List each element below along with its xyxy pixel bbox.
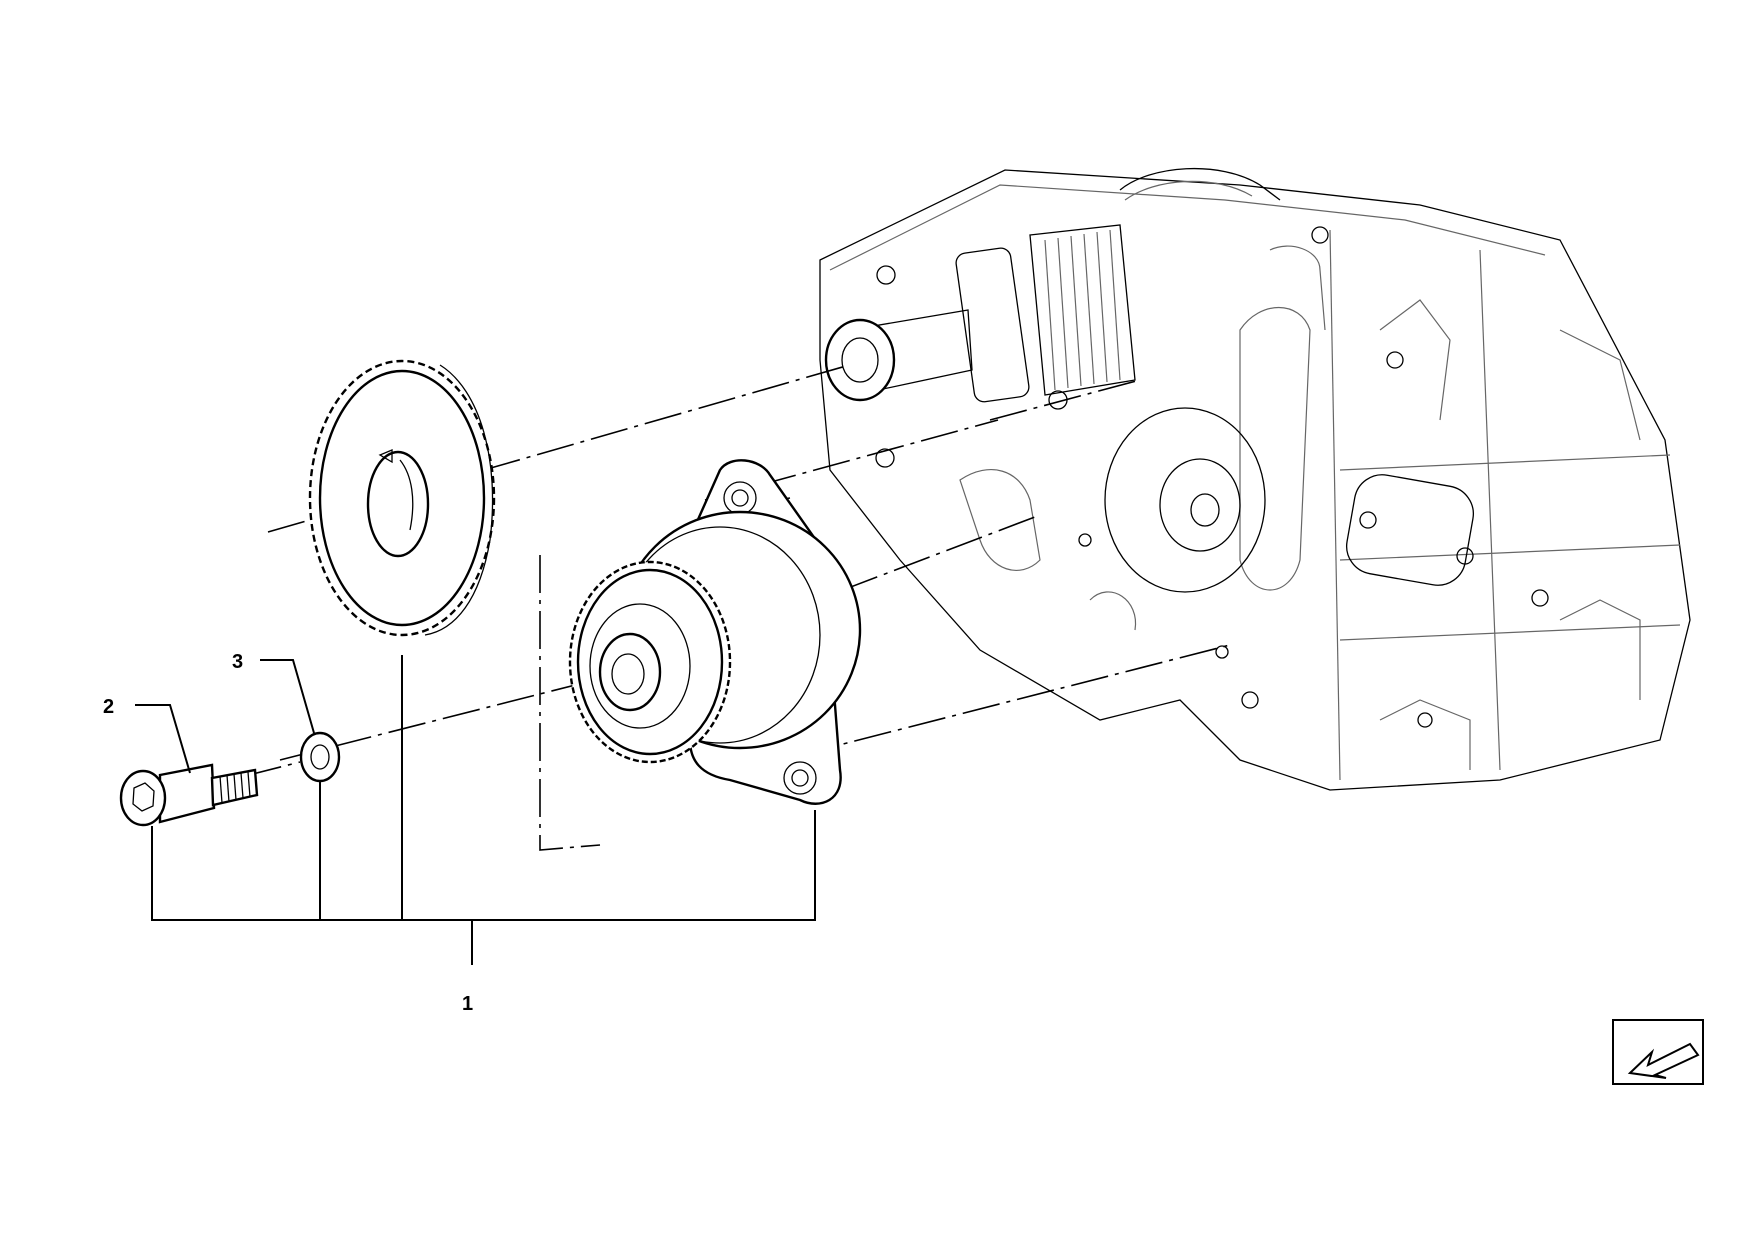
pump-assembly [568, 459, 862, 805]
hex-socket-bolt [119, 763, 259, 827]
arrow-down-left-icon [1612, 1019, 1704, 1085]
leader-lines [135, 655, 816, 965]
engine-block [819, 167, 1691, 791]
callout-1: 1 [462, 993, 473, 1015]
callout-2: 2 [103, 696, 114, 718]
washer [299, 731, 341, 783]
callout-3: 3 [232, 651, 243, 673]
spur-gear [308, 359, 496, 637]
